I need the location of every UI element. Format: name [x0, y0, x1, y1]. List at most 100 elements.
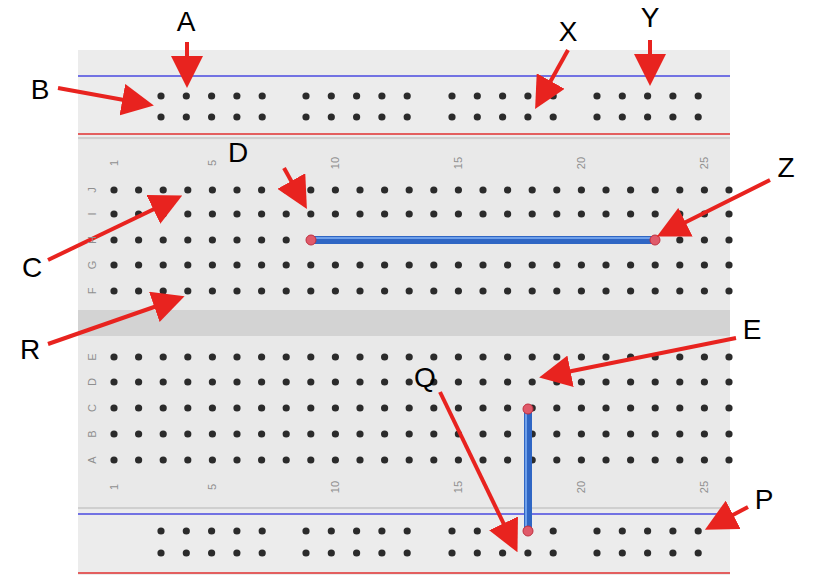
hole	[404, 113, 411, 120]
hole	[701, 404, 708, 411]
hole	[184, 404, 191, 411]
jumper-wire	[523, 404, 533, 536]
hole	[529, 287, 536, 294]
hole	[406, 353, 413, 360]
hole	[725, 236, 732, 243]
board-body	[78, 50, 730, 575]
hole	[627, 287, 634, 294]
hole	[332, 430, 339, 437]
callout-letter: A	[177, 8, 196, 36]
row-letter: H	[87, 236, 98, 244]
hole	[578, 210, 585, 217]
hole	[725, 404, 732, 411]
hole	[283, 430, 290, 437]
hole	[455, 378, 462, 385]
hole	[258, 378, 265, 385]
hole	[283, 261, 290, 268]
hole	[430, 210, 437, 217]
hole	[406, 186, 413, 193]
hole	[627, 456, 634, 463]
hole	[184, 287, 191, 294]
hole	[135, 186, 142, 193]
hole	[676, 404, 683, 411]
callout-letter: Q	[414, 364, 436, 392]
hole	[550, 549, 557, 556]
hole	[378, 113, 385, 120]
hole	[627, 378, 634, 385]
hole	[233, 236, 240, 243]
hole	[448, 113, 455, 120]
hole	[578, 287, 585, 294]
hole	[233, 353, 240, 360]
hole	[356, 404, 363, 411]
hole	[479, 456, 486, 463]
hole	[406, 210, 413, 217]
hole	[725, 353, 732, 360]
hole	[619, 527, 626, 534]
hole	[209, 236, 216, 243]
hole	[332, 186, 339, 193]
hole	[430, 186, 437, 193]
hole	[259, 92, 266, 99]
hole	[529, 353, 536, 360]
hole	[593, 549, 600, 556]
hole	[474, 549, 481, 556]
rail-divider	[78, 137, 730, 139]
hole	[652, 404, 659, 411]
hole	[378, 549, 385, 556]
blue-rail-line	[78, 513, 730, 515]
hole	[258, 353, 265, 360]
hole	[157, 549, 164, 556]
hole	[307, 210, 314, 217]
bottom-rail	[78, 510, 730, 575]
hole	[669, 527, 676, 534]
hole	[328, 113, 335, 120]
hole	[183, 92, 190, 99]
hole	[504, 261, 511, 268]
hole	[332, 353, 339, 360]
hole	[474, 113, 481, 120]
hole	[701, 261, 708, 268]
hole	[627, 210, 634, 217]
hole	[676, 456, 683, 463]
top-rail	[78, 50, 730, 138]
hole	[258, 210, 265, 217]
hole	[378, 527, 385, 534]
hole	[209, 353, 216, 360]
hole	[209, 186, 216, 193]
hole	[553, 261, 560, 268]
hole	[455, 353, 462, 360]
hole	[550, 92, 557, 99]
row-letter: D	[87, 378, 98, 386]
hole	[504, 404, 511, 411]
column-number: 25	[699, 481, 710, 493]
column-number: 10	[330, 157, 341, 169]
hole	[578, 261, 585, 268]
hole	[676, 430, 683, 437]
hole	[448, 527, 455, 534]
hole	[356, 287, 363, 294]
hole	[602, 404, 609, 411]
hole	[356, 186, 363, 193]
hole	[602, 378, 609, 385]
hole	[160, 210, 167, 217]
hole	[110, 430, 117, 437]
hole	[233, 430, 240, 437]
hole	[504, 210, 511, 217]
hole	[302, 113, 309, 120]
hole	[701, 456, 708, 463]
hole	[332, 456, 339, 463]
hole	[504, 353, 511, 360]
hole	[283, 404, 290, 411]
hole	[652, 287, 659, 294]
hole	[448, 549, 455, 556]
hole	[356, 353, 363, 360]
hole	[302, 549, 309, 556]
hole	[602, 210, 609, 217]
hole	[578, 378, 585, 385]
hole	[524, 549, 531, 556]
hole	[110, 378, 117, 385]
callout-letter: R	[20, 336, 40, 364]
hole	[593, 113, 600, 120]
